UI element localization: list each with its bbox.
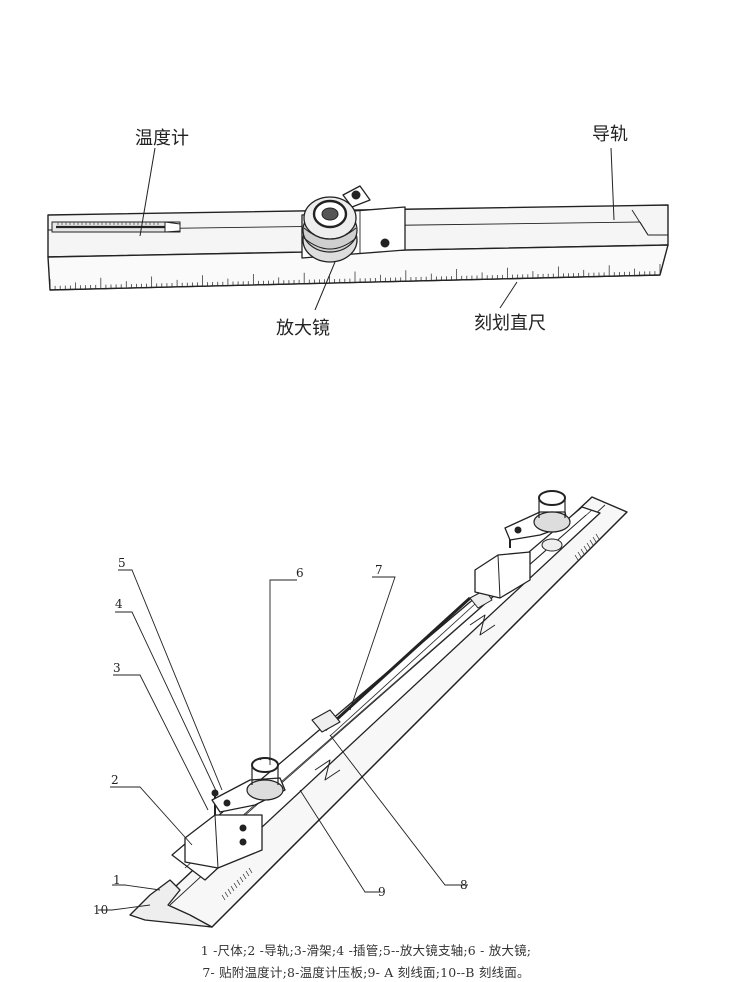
label-guide-rail: 导轨 — [592, 124, 628, 145]
top-ruler-drawing — [47, 185, 669, 291]
bottom-instrument-drawing — [129, 490, 628, 928]
tick-mark — [239, 876, 244, 883]
bottom-leaders — [98, 569, 468, 911]
tick-mark — [233, 882, 238, 889]
thermometer-body — [51, 221, 181, 233]
tick-mark — [595, 533, 600, 540]
a-scale-marks — [221, 867, 253, 901]
callout-3: 3 — [113, 661, 121, 675]
callout-9: 9 — [378, 885, 386, 899]
callout-4: 4 — [115, 597, 123, 611]
callout-5: 5 — [118, 556, 126, 570]
callout-7: 7 — [375, 563, 383, 577]
tick-mark — [230, 885, 235, 892]
b-scale-marks — [574, 533, 600, 561]
tick-mark — [242, 873, 247, 880]
slider-lower — [184, 789, 263, 869]
tick-mark — [592, 536, 597, 543]
tick-mark — [583, 545, 588, 552]
ruler-ticks — [49, 264, 661, 290]
tick-mark — [586, 542, 591, 549]
callout-1: 1 — [113, 873, 121, 887]
tick-mark — [248, 867, 253, 874]
label-scale-ruler: 刻划直尺 — [474, 313, 546, 334]
callout-8: 8 — [460, 878, 468, 892]
magnifier-lower — [211, 757, 286, 813]
callout-6: 6 — [296, 566, 304, 580]
top-leaders — [139, 147, 615, 311]
caption-line-2: 7- 贴附温度计;8-温度计压板;9- A 刻线面;10--B 刻线面。 — [202, 965, 530, 980]
tick-mark — [577, 551, 582, 558]
label-magnifier: 放大镜 — [276, 318, 330, 339]
callout-10: 10 — [93, 903, 108, 917]
tick-mark — [224, 891, 229, 898]
tick-mark — [589, 539, 594, 546]
magnifier-upper — [504, 490, 571, 552]
label-thermometer: 温度计 — [135, 128, 189, 149]
callout-2: 2 — [111, 773, 119, 787]
tick-mark — [245, 870, 250, 877]
tick-mark — [221, 894, 226, 901]
tick-mark — [236, 879, 241, 886]
caption-line-1: 1 -尺体;2 -导轨;3-滑架;4 -插管;5--放大镜支轴;6 - 放大镜; — [200, 943, 532, 958]
tick-mark — [227, 888, 232, 895]
magnifier-assembly — [302, 185, 371, 263]
tick-mark — [580, 548, 585, 555]
tick-mark — [574, 554, 579, 561]
